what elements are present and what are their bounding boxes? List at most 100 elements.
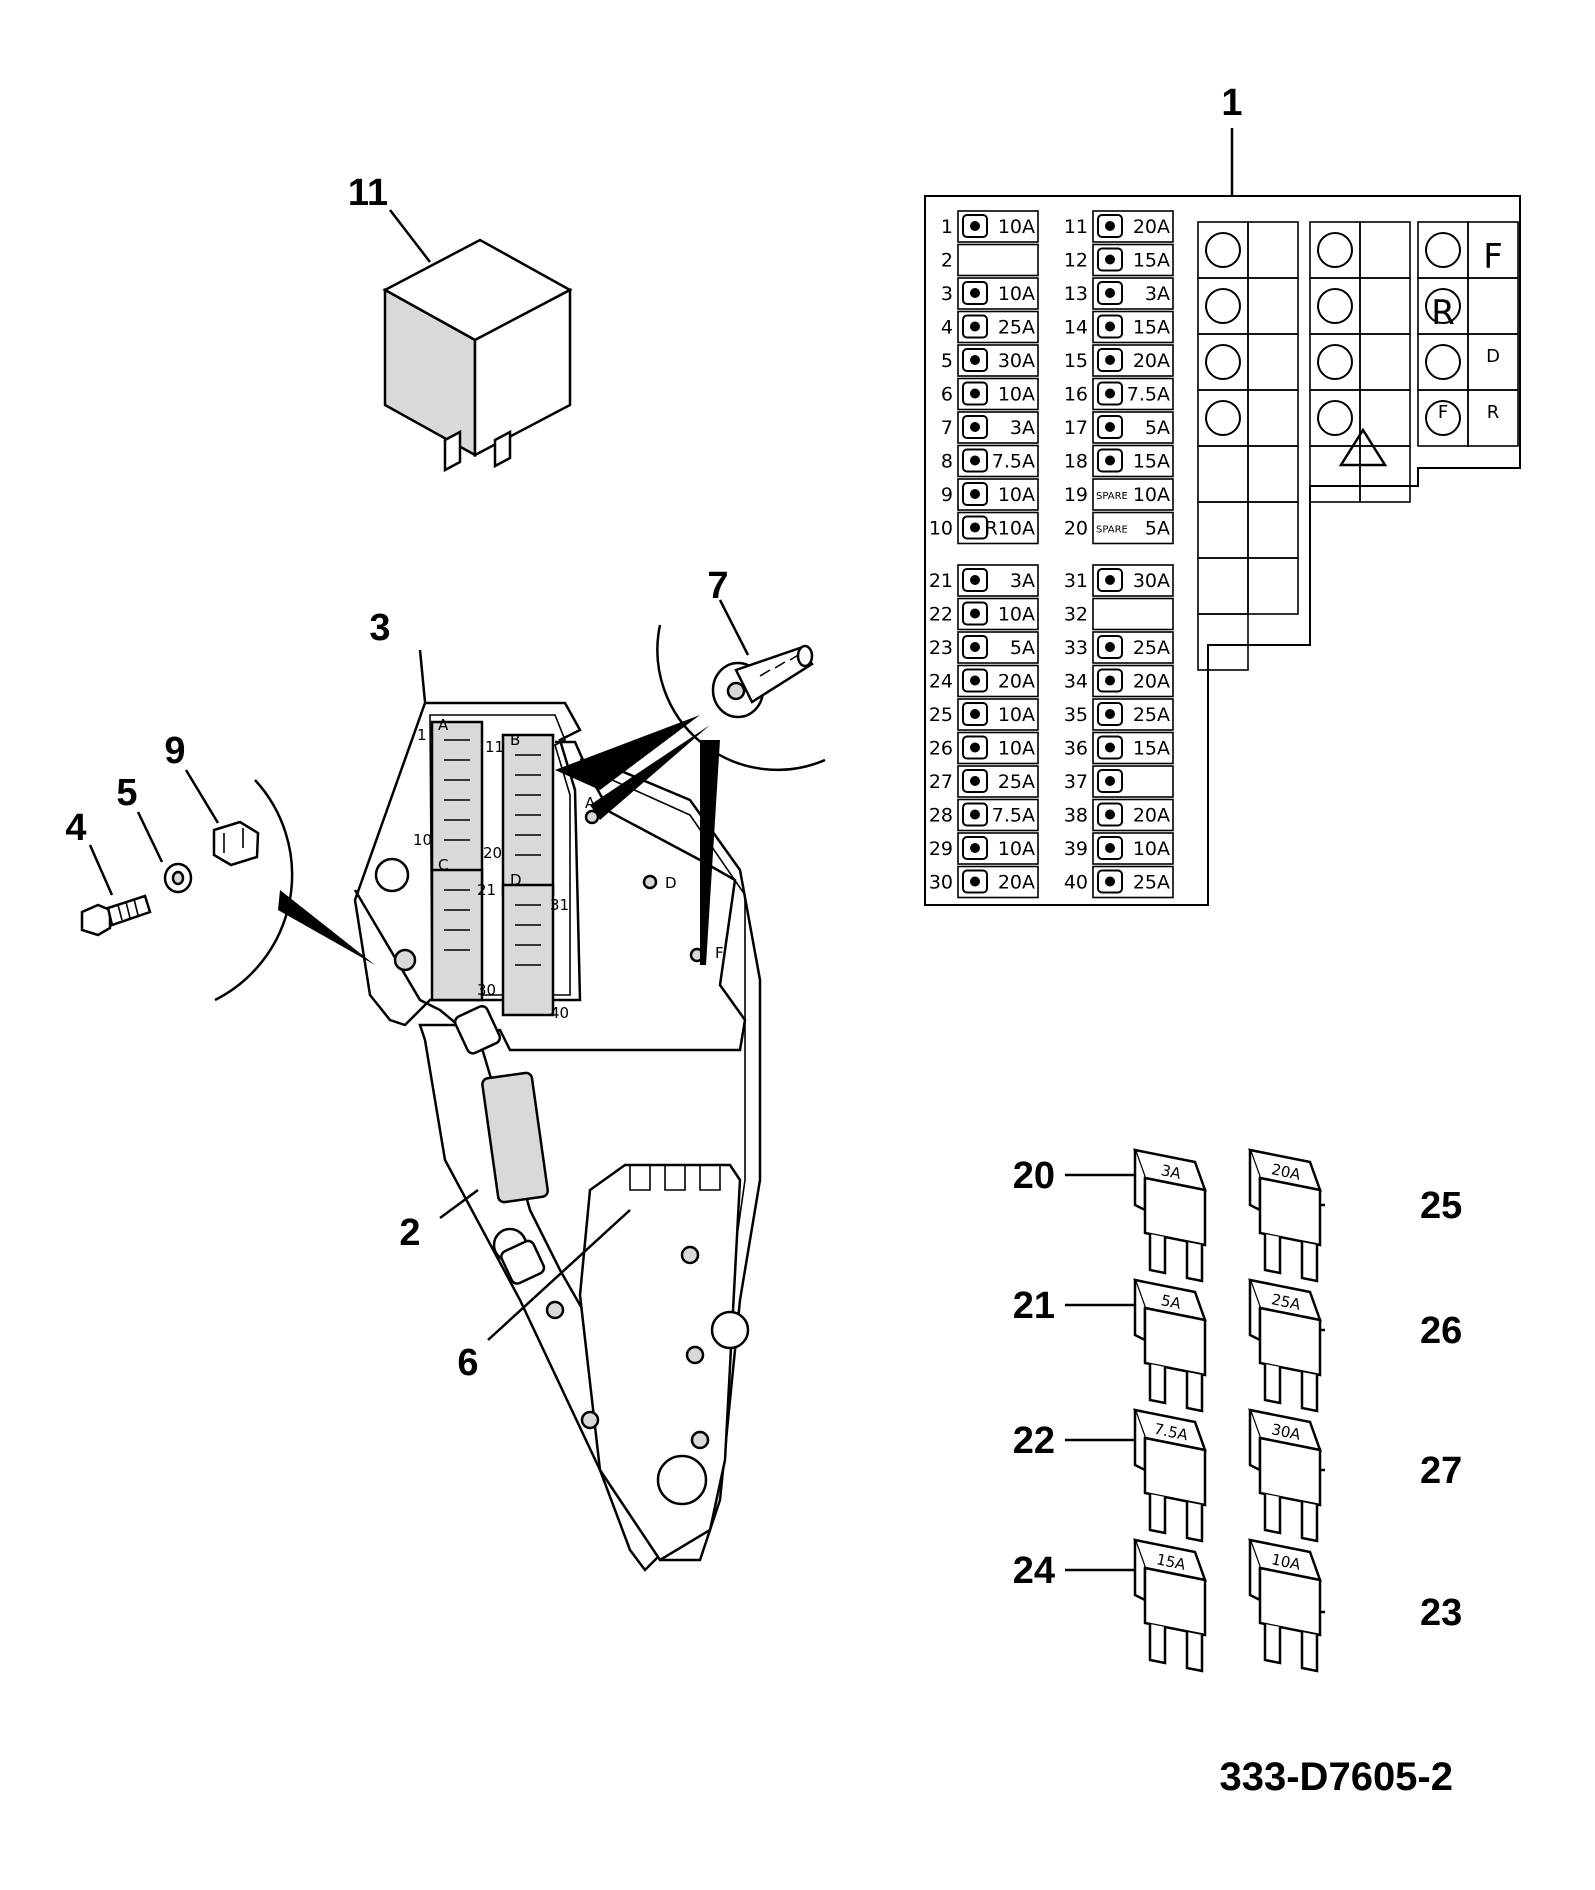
fan-icon — [962, 314, 988, 339]
fuse-slot-box — [957, 478, 1039, 511]
fuse-slot-rating: 7.5A — [992, 805, 1035, 827]
fuse-slot-rating: 3A — [1010, 570, 1035, 592]
fuse-slot-rating: 10A — [1133, 484, 1170, 506]
relay-grid-letter-f: F — [1483, 237, 1503, 277]
row-tenth-label: 10 — [413, 831, 432, 849]
instrument-icon — [962, 448, 988, 473]
fuse-slot-rating: 7.5A — [992, 451, 1035, 473]
relay-grid-gear-letter: F — [1438, 402, 1448, 423]
callout-clip-nut: 9 — [164, 730, 185, 772]
callout-fuse: 21 — [1013, 1285, 1055, 1327]
fuse-slot-number: 21 — [929, 570, 953, 592]
fuse-slot-rating: 10A — [998, 283, 1035, 305]
blade-fuse-20a[interactable]: 20A — [1248, 1148, 1322, 1283]
bolt[interactable] — [80, 894, 152, 937]
ignition-icon — [1097, 568, 1123, 592]
fuse-slot-box — [1092, 631, 1174, 664]
fuse-slot-box — [1092, 698, 1174, 731]
fuse-slot-number: 26 — [929, 738, 953, 760]
heater-icon — [962, 348, 988, 372]
blade-fuse-10a[interactable]: 10A — [1248, 1538, 1322, 1673]
blade-fuse-3a[interactable]: 3A — [1133, 1148, 1207, 1283]
blade-fuse-15a[interactable]: 15A — [1133, 1538, 1207, 1673]
fuse-slot-box — [957, 731, 1039, 765]
blade-fuse-7-5a[interactable]: 7.5A — [1133, 1408, 1207, 1543]
blade-fuse-rating: 30A — [1270, 1420, 1303, 1444]
callout-screw: 7 — [707, 565, 728, 607]
blade-fuse-rating: 5A — [1159, 1291, 1183, 1313]
fuse-slot-number: 12 — [1064, 250, 1088, 272]
relay[interactable] — [382, 238, 573, 473]
fuse-slot-number: 15 — [1064, 350, 1088, 372]
socket-a-label: A — [438, 716, 449, 734]
row-thirtyone-label: 31 — [550, 896, 569, 914]
relay-slot — [1467, 389, 1519, 447]
fuse-slot-rating: 20A — [1133, 671, 1170, 693]
fuse-slot-box — [1092, 310, 1174, 344]
fuse-slot-rating: 10A — [1133, 838, 1170, 860]
corner-f-label: F — [715, 944, 724, 962]
fuse-slot-number: 32 — [1064, 604, 1088, 626]
fuse-slot-box — [957, 243, 1039, 277]
row-thirty-label: 30 — [477, 981, 496, 999]
boom-icon — [1097, 769, 1123, 793]
board-leader — [439, 1188, 479, 1220]
fuse-board[interactable]: A B C D 1 10 11 20 21 30 31 40 — [353, 701, 762, 1572]
radio-icon — [1097, 836, 1123, 860]
fuse-slot-32: 32 — [1064, 597, 1174, 631]
fuse-slot-37: 37 — [1064, 765, 1174, 798]
fuse-slot-rating: 10A — [998, 738, 1035, 760]
clip-nut[interactable] — [212, 820, 260, 867]
callout-washer: 5 — [116, 772, 137, 814]
callout-fuse: 26 — [1420, 1310, 1462, 1352]
fuse-slot-box — [957, 832, 1039, 865]
side-light-icon — [1097, 281, 1123, 305]
beacon-icon — [962, 802, 988, 827]
fuse-slot-number: 7 — [941, 417, 953, 439]
fuse-slot-box — [957, 597, 1039, 631]
fuse-slot-number: 23 — [929, 637, 953, 659]
fuse-slot-box — [1092, 344, 1174, 377]
bracket-leader — [487, 1209, 631, 1341]
row-eleventh-label: 11 — [485, 738, 504, 756]
fuse-slot-box — [1092, 277, 1174, 310]
blade-fuse-25a[interactable]: 25A — [1248, 1278, 1322, 1413]
callout-bracket: 6 — [457, 1342, 478, 1384]
fuse-slot-rating: 25A — [998, 771, 1035, 793]
fuse-slot-number: 2 — [941, 250, 953, 272]
hazard-icon — [1338, 427, 1388, 467]
fuse-slot-number: 24 — [929, 671, 953, 693]
screw-pointer-2 — [590, 725, 710, 820]
blade-fuse-5a[interactable]: 5A — [1133, 1278, 1207, 1413]
screw[interactable] — [711, 644, 814, 719]
bolt-pointer — [278, 890, 375, 965]
washer[interactable] — [163, 862, 193, 894]
fuse-slot-number: 5 — [941, 350, 953, 372]
blade-fuse-30a[interactable]: 30A — [1248, 1408, 1322, 1543]
row-first-label: 1 — [417, 726, 427, 744]
fuse-slot-21: 21 3A — [929, 564, 1039, 597]
fuse-slot-rating: 15A — [1133, 317, 1170, 339]
fuse-slot-box — [957, 698, 1039, 731]
dipped-beam-icon — [1097, 314, 1123, 339]
fuse-slot-box — [1092, 377, 1174, 411]
fuse-slot-number: 6 — [941, 384, 953, 406]
blower-icon — [1097, 214, 1123, 238]
fuse-slot-rating: 20A — [1133, 216, 1170, 238]
fuse-slot-box — [1092, 210, 1174, 243]
fuse-slot-number: 18 — [1064, 451, 1088, 473]
row-twentyfirst-label: 21 — [477, 881, 496, 899]
callout-bolt: 4 — [65, 807, 86, 849]
fuse-slot-rating: 5A — [1145, 417, 1170, 439]
fuse-slot-rating: 10A — [998, 704, 1035, 726]
